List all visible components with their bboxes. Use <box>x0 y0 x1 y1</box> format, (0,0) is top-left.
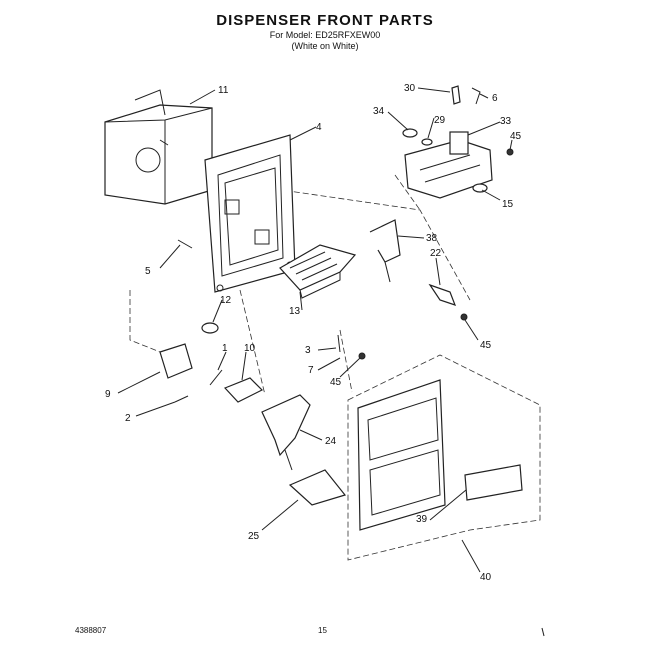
diagram-title: DISPENSER FRONT PARTS <box>216 12 434 29</box>
part-4-frame <box>204 134 296 293</box>
callout-9: 9 <box>105 389 111 400</box>
part-45-screw <box>358 352 366 360</box>
callout-45: 45 <box>510 131 522 142</box>
assembly-line <box>129 290 161 353</box>
callout-30: 30 <box>404 83 416 94</box>
part-38-bracket <box>369 219 401 263</box>
callout-45: 45 <box>330 377 342 388</box>
callout-13: 13 <box>289 306 301 317</box>
part-2-screw <box>174 395 189 403</box>
callout-1: 1 <box>222 343 228 354</box>
callout-4: 4 <box>316 122 322 133</box>
callout-3: 3 <box>305 345 311 356</box>
callout-11: 11 <box>218 85 229 96</box>
assembly-line <box>394 174 421 211</box>
assembly-line <box>339 329 353 393</box>
part-29-pin <box>421 138 433 146</box>
callout-38: 38 <box>426 233 438 244</box>
callout-10: 10 <box>244 343 256 354</box>
part-33-lever-housing <box>404 131 493 199</box>
callout-39: 39 <box>416 514 428 525</box>
part-22-arm <box>428 283 457 306</box>
corner-mark <box>541 627 545 637</box>
part-5-screw <box>177 239 193 249</box>
callout-25: 25 <box>248 531 260 542</box>
page-number: 15 <box>318 626 327 635</box>
callout-29: 29 <box>434 115 446 126</box>
part-40-front-panel <box>347 354 541 561</box>
part-15-actuator <box>472 183 488 193</box>
part-30-switch <box>451 85 461 105</box>
part-10-switch <box>223 377 264 403</box>
callout-5: 5 <box>145 266 151 277</box>
part-13-drip-tray <box>279 244 357 299</box>
part-25-funnel <box>288 469 347 506</box>
leader-lines <box>117 87 513 573</box>
part-34-screw <box>402 128 418 138</box>
callout-45: 45 <box>480 340 492 351</box>
callout-22: 22 <box>430 248 442 259</box>
callout-6: 6 <box>492 93 498 104</box>
model-number: For Model: ED25RFXEW00 <box>269 30 381 40</box>
part-11-cover <box>104 89 213 205</box>
part-6-spring <box>471 87 481 105</box>
part-1-wire <box>209 369 223 386</box>
callout-24: 24 <box>325 436 337 447</box>
part-24-lever <box>261 394 311 457</box>
callout-12: 12 <box>220 295 232 306</box>
part-9-solenoid <box>159 343 193 379</box>
callout-34: 34 <box>373 106 385 117</box>
part-3-clip <box>337 334 341 353</box>
part-12-button <box>201 322 219 334</box>
callout-2: 2 <box>125 413 131 424</box>
document-number: 4388807 <box>75 626 107 635</box>
part-39-label <box>464 464 523 501</box>
callout-40: 40 <box>480 572 492 583</box>
color-description: (White on White) <box>291 41 359 51</box>
callout-7: 7 <box>308 365 314 376</box>
callout-15: 15 <box>502 199 514 210</box>
part-45-screw <box>460 313 468 321</box>
callout-33: 33 <box>500 116 512 127</box>
